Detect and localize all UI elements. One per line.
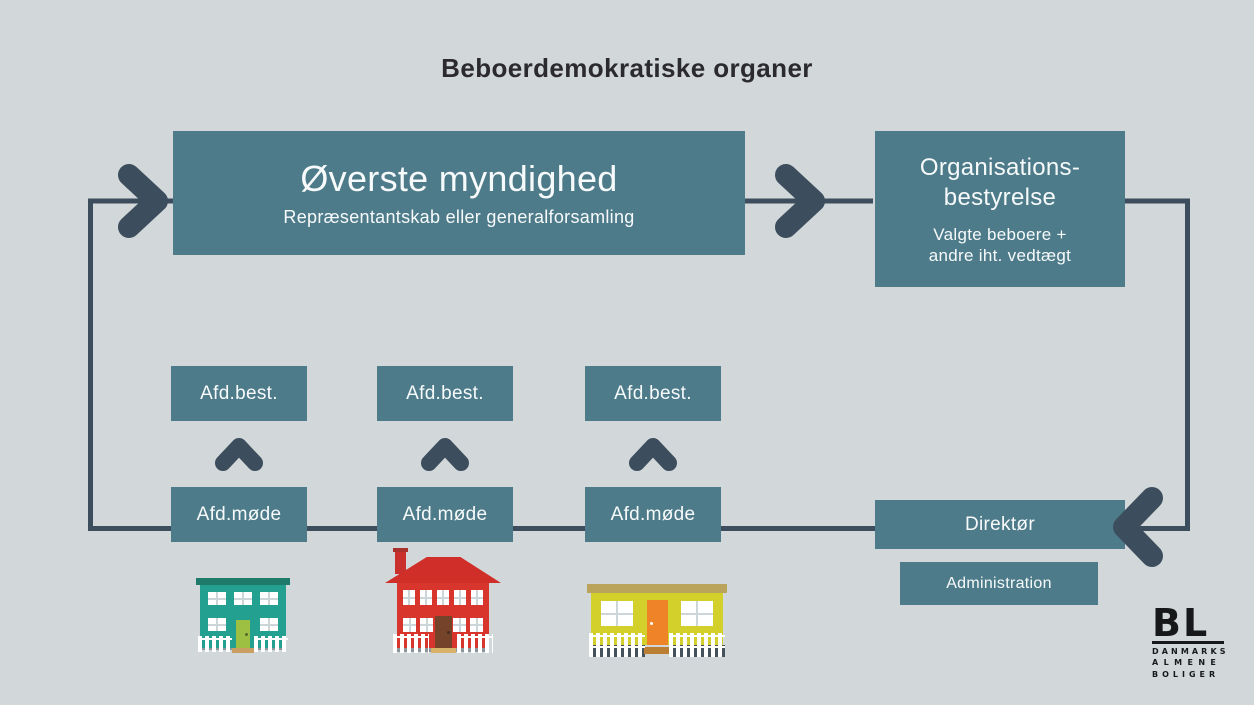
house-2-fence-right [457,634,493,653]
house-3-roof [587,584,727,593]
house-1-roof [196,578,290,585]
org-board-title-line2: bestyrelse [943,183,1057,211]
house-2-window [420,590,432,605]
org-board-subtitle-line2: andre iht. vedtægt [928,245,1072,265]
house-2-window [453,618,466,632]
house-2-window [454,590,466,605]
house-3-window [681,601,713,626]
diagram-title: Beboerdemokratiske organer [441,53,813,83]
arrow-up-meeting-to-board-1-icon [215,438,263,471]
org-board-title-line1: Organisations- [919,153,1081,181]
dept-board-box-3: Afd.best. [585,366,721,421]
house-2-window [437,590,449,605]
house-yellow-illustration [587,584,727,657]
bl-logo-line3: BOLIGER [1152,669,1220,679]
administration-box: Administration [900,562,1098,605]
director-box: Direktør [875,500,1125,549]
bl-logo-line2: ALMENE [1152,658,1222,667]
bl-logo: BL DANMARKS ALMENE BOLIGER [1152,604,1229,679]
house-2-window [403,618,416,632]
house-1-window [234,592,252,605]
house-1-window [260,618,278,631]
house-3-fence-left [589,633,645,657]
arrow-right-into-org-board-icon [775,164,825,238]
house-1-window [208,618,226,631]
house-2-window [470,618,483,632]
top-authority-subtitle: Repræsentantskab eller generalforsamling [283,207,635,227]
arrow-up-meeting-to-board-2-icon [421,438,469,471]
house-1-fence-left [198,636,232,652]
dept-board-box-1: Afd.best. [171,366,307,421]
house-1-door [236,620,250,648]
house-2-window [420,618,433,632]
house-2-door [435,616,452,648]
org-board-box: Organisations- bestyrelse Valgte beboere… [875,131,1125,287]
top-authority-box: Øverste myndighed Repræsentantskab eller… [173,131,745,255]
house-red-illustration [385,548,501,655]
dept-meeting-box-1: Afd.møde [171,487,307,542]
house-2-chimney [395,550,406,574]
house-3-window [601,601,633,626]
house-2-doorstep [431,648,456,653]
house-2-window [403,590,415,605]
org-board-subtitle-line1: Valgte beboere + [933,224,1067,244]
house-1-window [208,592,226,605]
house-3-fence-right [669,633,725,657]
bl-logo-line1: DANMARKS [1152,646,1229,656]
bl-logo-initials: BL [1152,604,1224,644]
house-3-doorstep [644,647,671,654]
dept-board-box-2: Afd.best. [377,366,513,421]
house-2-chimney-cap [393,548,408,552]
arrow-left-into-director-icon [1113,487,1163,567]
dept-meeting-box-3: Afd.møde [585,487,721,542]
house-2-window [471,590,483,605]
house-1-doorstep [232,648,254,653]
arrow-up-meeting-to-board-3-icon [629,438,677,471]
dept-meeting-box-2: Afd.møde [377,487,513,542]
house-2-fence-left [393,634,429,653]
house-1-window [260,592,278,605]
top-authority-title: Øverste myndighed [300,158,618,199]
house-teal-illustration [196,578,290,655]
arrow-right-into-top-authority-icon [118,164,168,238]
house-3-door [647,600,668,645]
house-1-fence-right [254,636,288,652]
